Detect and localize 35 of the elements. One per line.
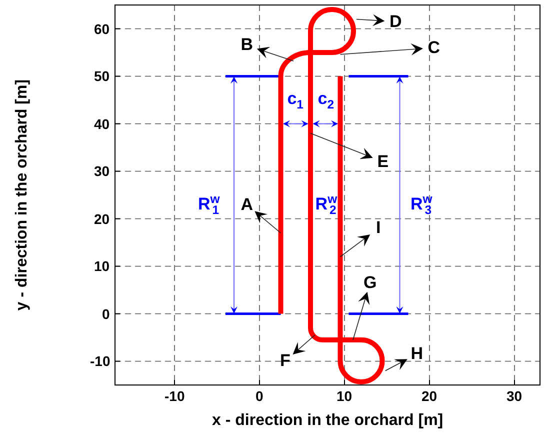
tick-label: 30 [94, 163, 110, 180]
tick-label: 30 [506, 388, 522, 404]
tick-label: 60 [94, 20, 110, 37]
leader-line [256, 46, 294, 62]
callout-letter: C [428, 38, 440, 58]
callout-letter: B [240, 35, 254, 56]
callout-letter: E [377, 152, 389, 172]
callout-letter: I [376, 218, 381, 238]
callout-letter: H [410, 344, 424, 364]
callout-letter: D [390, 12, 402, 32]
tick-label: 20 [422, 388, 438, 404]
tick-label: 20 [94, 210, 110, 227]
leader-line [352, 292, 370, 340]
axis-title: y - direction in the orchard [m] [13, 79, 32, 311]
callout-letter: F [280, 351, 290, 372]
callout-letter: G [364, 272, 377, 293]
dimension-label: c$_{2}$ [318, 89, 334, 112]
tick-label: -10 [90, 353, 110, 370]
tick-label: 40 [94, 116, 110, 132]
tick-label: 10 [336, 388, 352, 404]
leader-line [254, 211, 282, 234]
dimension-label: c$_{1}$ [287, 89, 304, 112]
leader-line [310, 132, 373, 160]
leader-line [384, 359, 408, 372]
callout-letter: A [240, 194, 254, 214]
tick-label: 10 [94, 258, 110, 274]
leader-line [340, 234, 370, 258]
tick-label: 0 [102, 306, 110, 322]
leader-line [356, 14, 385, 26]
tick-label: 50 [94, 68, 110, 84]
tick-label: 0 [256, 388, 264, 404]
tick-label: -10 [164, 388, 185, 404]
leader-line [340, 43, 423, 56]
axis-title: x - direction in the orchard [m] [212, 412, 444, 430]
leader-line [292, 334, 316, 354]
